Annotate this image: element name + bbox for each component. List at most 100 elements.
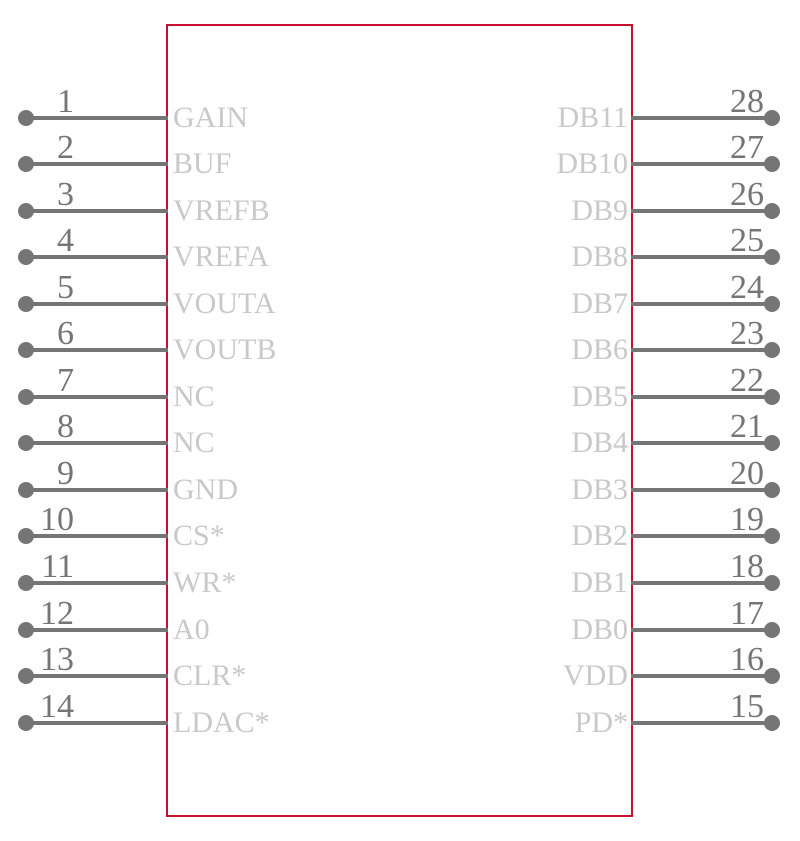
pin-label: DB7	[571, 286, 628, 320]
pin-label: NC	[173, 426, 215, 460]
pin-line	[26, 441, 168, 446]
pin-endpoint-dot	[18, 156, 34, 173]
pin-number: 24	[730, 268, 764, 306]
pin-label: DB4	[571, 426, 628, 460]
pin-label: DB0	[571, 612, 628, 646]
pin-endpoint-dot	[18, 295, 34, 312]
pin-line	[631, 348, 772, 353]
pin-line	[631, 255, 772, 260]
pin-endpoint-dot	[764, 668, 780, 685]
pin-line	[26, 115, 168, 120]
pin-label: WR*	[173, 566, 237, 599]
pin-label: DB5	[571, 379, 628, 413]
pin-line	[631, 534, 772, 539]
pin-label: DB2	[571, 519, 628, 553]
pin-line	[26, 581, 168, 585]
pin-label: NC	[173, 379, 215, 413]
pin-number: 7	[57, 361, 74, 399]
pin-line	[631, 115, 772, 120]
pin-number: 16	[730, 641, 764, 679]
pin-label: VREFB	[173, 193, 270, 227]
pin-line	[631, 674, 772, 679]
pin-label: DB11	[557, 100, 628, 134]
pin-endpoint-dot	[18, 621, 34, 638]
pin-line	[631, 487, 772, 492]
pin-label: PD*	[574, 705, 628, 739]
pin-number: 2	[57, 129, 74, 167]
pin-endpoint-dot	[18, 388, 34, 405]
pin-line	[26, 674, 168, 679]
pin-label: DB3	[571, 472, 628, 506]
pin-line	[26, 301, 168, 306]
pin-number: 5	[57, 268, 74, 306]
pin-number: 12	[40, 594, 74, 632]
pin-label: VOUTB	[173, 333, 277, 367]
pin-label: CLR*	[173, 659, 247, 693]
pin-endpoint-dot	[764, 714, 780, 731]
pin-endpoint-dot	[764, 621, 780, 638]
pin-endpoint-dot	[18, 342, 34, 359]
pin-number: 14	[40, 687, 74, 725]
pin-endpoint-dot	[764, 388, 780, 405]
pin-line	[631, 720, 772, 725]
pin-line	[26, 162, 168, 167]
pin-number: 28	[730, 82, 764, 120]
pin-number: 25	[730, 222, 764, 260]
pin-number: 19	[730, 501, 764, 539]
pin-number: 4	[57, 222, 74, 260]
pin-endpoint-dot	[764, 342, 780, 359]
pin-line	[631, 301, 772, 306]
pin-number: 22	[730, 361, 764, 399]
pin-endpoint-dot	[764, 295, 780, 312]
pin-number: 3	[57, 175, 74, 213]
pin-endpoint-dot	[18, 575, 34, 591]
pin-number: 17	[730, 594, 764, 632]
pin-label: GND	[173, 472, 238, 506]
pin-endpoint-dot	[764, 202, 780, 219]
pin-line	[26, 394, 168, 399]
component-body	[166, 24, 633, 817]
pin-line	[26, 720, 168, 725]
pin-endpoint-dot	[18, 249, 34, 266]
pin-line	[26, 487, 168, 492]
pin-line	[26, 348, 168, 353]
pin-line	[631, 627, 772, 632]
pin-label: A0	[173, 612, 210, 646]
pin-label: GAIN	[173, 100, 248, 134]
pin-endpoint-dot	[18, 109, 34, 126]
pin-line	[631, 441, 772, 446]
pin-number: 27	[730, 129, 764, 167]
pin-number: 15	[730, 687, 764, 725]
pin-line	[26, 255, 168, 260]
pin-endpoint-dot	[18, 202, 34, 219]
pin-number: 26	[730, 175, 764, 213]
pin-line	[26, 627, 168, 632]
pin-line	[631, 394, 772, 399]
pin-number: 13	[40, 641, 74, 679]
pin-label: CS*	[173, 519, 225, 553]
pin-endpoint-dot	[18, 481, 34, 498]
pin-line	[631, 162, 772, 167]
pin-line	[631, 208, 772, 213]
pin-number: 8	[57, 408, 74, 446]
pin-endpoint-dot	[764, 109, 780, 126]
pin-label: LDAC*	[173, 705, 270, 739]
pin-number: 6	[57, 315, 74, 353]
pin-label: VDD	[563, 659, 628, 693]
pin-line	[631, 581, 772, 585]
pin-endpoint-dot	[764, 249, 780, 266]
pin-label: VOUTA	[173, 286, 276, 320]
pin-endpoint-dot	[764, 435, 780, 452]
pin-endpoint-dot	[18, 435, 34, 452]
pin-endpoint-dot	[764, 156, 780, 173]
pin-label: DB6	[571, 333, 628, 367]
pin-number: 9	[57, 454, 74, 492]
pin-label: BUF	[173, 147, 232, 181]
pin-number: 10	[40, 501, 74, 539]
pin-number: 1	[57, 82, 74, 120]
pin-endpoint-dot	[764, 528, 780, 545]
pin-endpoint-dot	[18, 714, 34, 731]
pin-endpoint-dot	[764, 481, 780, 498]
pin-line	[26, 208, 168, 213]
